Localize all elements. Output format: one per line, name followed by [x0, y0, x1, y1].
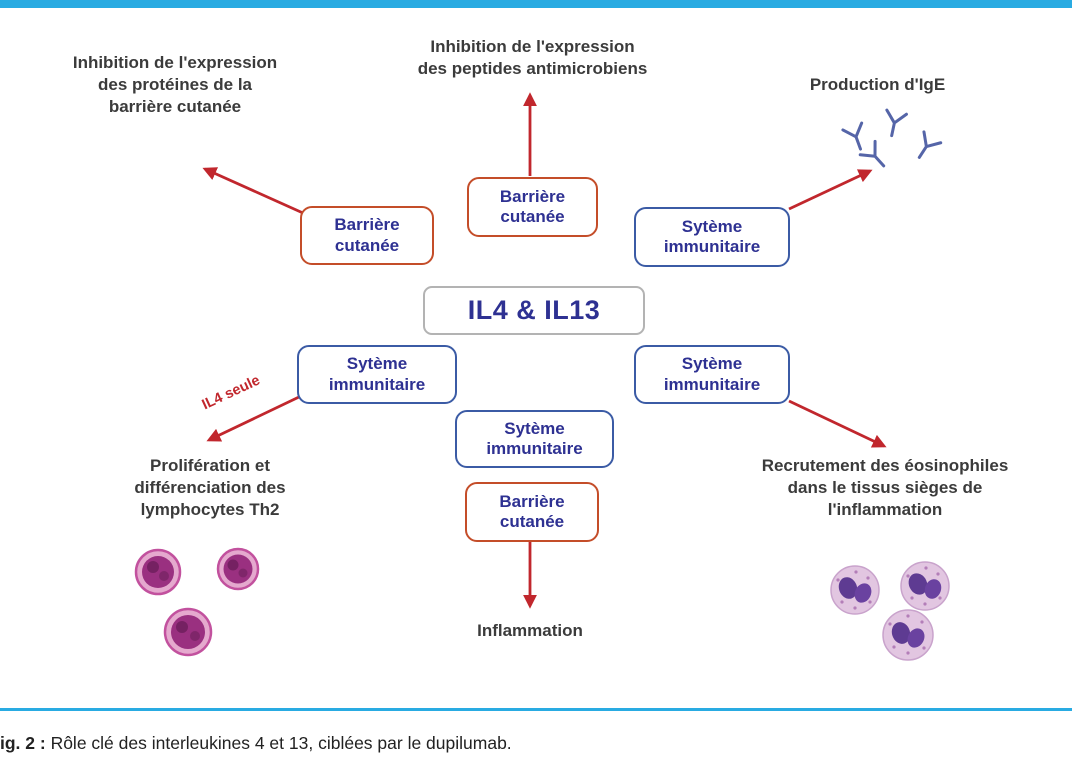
outcome-text-ige-production: Production d'IgE [770, 74, 985, 96]
node-label-line: immunitaire [328, 374, 426, 394]
node-il4-il13-center: IL4 & IL13 [423, 286, 645, 335]
text-line: des peptides antimicrobiens [417, 59, 648, 79]
node-systeme-immunitaire-center: Sytème immunitaire [455, 410, 614, 468]
arrow-to-eosinophil-recruitment [788, 399, 887, 448]
node-label-line: cutanée [334, 235, 400, 255]
node-label-line: Sytème [681, 216, 743, 236]
node-systeme-immunitaire-right-top: Sytème immunitaire [634, 207, 790, 267]
caption-label: ig. 2 : [0, 733, 46, 753]
text-line: Inflammation [477, 621, 583, 640]
node-label-line: cutanée [500, 207, 565, 226]
arrow-label-il4-seule: IL4 seule [199, 372, 263, 414]
outcome-text-barrier-proteins: Inhibition de l'expression des protéines… [30, 52, 320, 118]
outcome-text-antimicrobial-peptides: Inhibition de l'expression des peptides … [385, 36, 680, 80]
text-line: l'inflammation [827, 500, 943, 520]
node-label-line: Sytème [504, 418, 565, 438]
th2-lymphocyte-cells-icon [134, 547, 260, 657]
top-accent-bar [0, 0, 1072, 8]
text-line: Recrutement des éosinophiles [761, 456, 1009, 475]
node-label-line: immunitaire [663, 374, 761, 394]
text-line: barrière cutanée [108, 97, 242, 117]
node-label-line: immunitaire [663, 237, 761, 256]
text-line: Inhibition de l'expression [72, 53, 278, 72]
text-line: lymphocytes Th2 [140, 500, 280, 520]
caption-text: Rôle clé des interleukines 4 et 13, cibl… [45, 733, 512, 753]
arrow-to-barrier-proteins [202, 167, 304, 215]
text-line: Prolifération et [150, 456, 270, 475]
node-barriere-cutanee-left: Barrière cutanée [300, 206, 434, 265]
text-line: des protéines de la [98, 75, 252, 95]
text-line: Production d'IgE [809, 75, 946, 94]
node-label-line: Sytème [681, 354, 743, 374]
node-label-line: Barrière [334, 215, 400, 235]
center-node-label: IL4 & IL13 [467, 294, 601, 325]
node-systeme-immunitaire-left: Sytème immunitaire [297, 345, 457, 404]
arrow-to-ige-production [788, 169, 873, 211]
node-label-line: Barrière [499, 186, 566, 206]
node-systeme-immunitaire-right: Sytème immunitaire [634, 345, 790, 404]
node-barriere-cutanee-center: Barrière cutanée [465, 482, 599, 542]
outcome-text-eosinophil-recruitment: Recrutement des éosinophiles dans le tis… [745, 455, 1025, 521]
outcome-text-inflammation: Inflammation [430, 620, 630, 642]
bottom-accent-line [0, 708, 1072, 711]
node-label-line: Barrière [499, 491, 565, 511]
node-label-line: Sytème [346, 354, 408, 374]
node-label-line: cutanée [499, 512, 565, 531]
eosinophil-cells-icon [830, 561, 950, 661]
outcome-text-th2-proliferation: Prolifération et différenciation des lym… [75, 455, 345, 521]
text-line: Inhibition de l'expression [430, 37, 635, 56]
text-line: différenciation des [134, 478, 286, 498]
text-line: dans le tissus sièges de [787, 478, 983, 498]
node-barriere-cutanee-top: Barrière cutanée [467, 177, 598, 237]
antibody-y-icon [841, 108, 943, 168]
node-label-line: immunitaire [486, 439, 583, 458]
figure-caption: ig. 2 : Rôle clé des interleukines 4 et … [0, 733, 1060, 754]
